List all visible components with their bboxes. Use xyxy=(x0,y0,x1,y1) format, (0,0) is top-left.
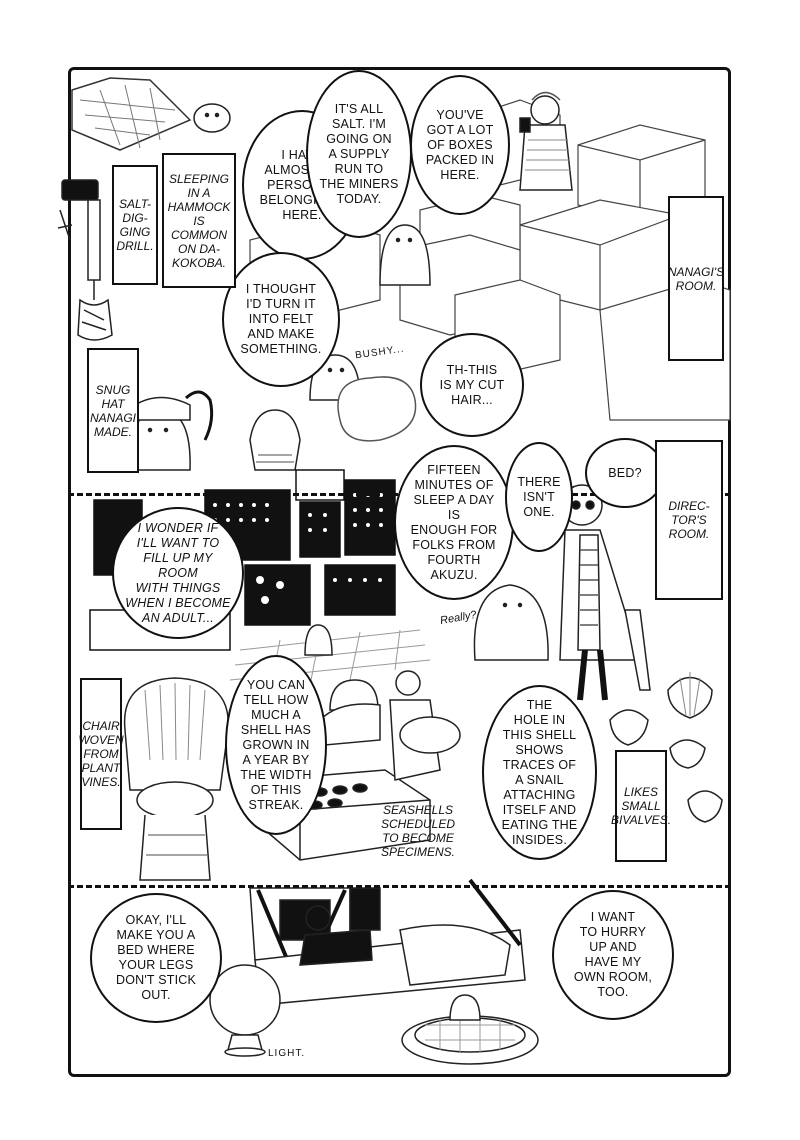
speech-bubble-hair: TH-THIS IS MY CUT HAIR... xyxy=(420,333,524,437)
speech-bubble-fifteen: FIFTEEN MINUTES OF SLEEP A DAY IS ENOUGH… xyxy=(394,445,514,600)
caption-chair: CHAIR WOVEN FROM PLANT VINES. xyxy=(78,678,124,830)
sfx-light: LIGHT. xyxy=(268,1048,306,1059)
panel-divider-bottom xyxy=(68,885,731,888)
caption-bivalves: LIKES SMALL BIVALVES. xyxy=(611,750,671,862)
round-cushion xyxy=(401,994,539,1065)
caption-drill: SALT- DIG- GING DRILL. xyxy=(112,165,158,285)
caption-snug-hat: SNUG HAT NANAGI MADE. xyxy=(87,348,139,473)
caption-hammock: SLEEPING IN A HAMMOCK IS COMMON ON DA- K… xyxy=(162,153,236,288)
caption-directors-room: DIREC- TOR'S ROOM. xyxy=(655,440,723,600)
speech-bubble-wonder: I WONDER IF I'LL WANT TO FILL UP MY ROOM… xyxy=(112,507,244,639)
blob-creatures-middle xyxy=(304,584,549,711)
caption-seashells: SEASHELLS SCHEDULED TO BECOME SPECIMENS. xyxy=(380,802,455,859)
bed-scene xyxy=(249,878,526,1006)
nanagi-character xyxy=(519,91,573,191)
speech-bubble-bed: BED? xyxy=(585,438,665,508)
salt-digging-drill xyxy=(57,179,113,341)
speech-bubble-hurry: I WANT TO HURRY UP AND HAVE MY OWN ROOM,… xyxy=(552,890,674,1020)
hat-creature xyxy=(129,390,301,471)
speech-bubble-salt: IT'S ALL SALT. I'M GOING ON A SUPPLY RUN… xyxy=(306,70,412,238)
speech-bubble-shell-grown: YOU CAN TELL HOW MUCH A SHELL HAS GROWN … xyxy=(225,655,327,835)
specimen-dots xyxy=(213,493,383,604)
hammock-illustration xyxy=(71,77,231,151)
speech-bubble-hole: THE HOLE IN THIS SHELL SHOWS TRACES OF A… xyxy=(482,685,597,860)
caption-nanagis-room: NANAGI'S ROOM. xyxy=(668,196,724,361)
peacock-chair xyxy=(123,677,229,881)
speech-bubble-okay: OKAY, I'LL MAKE YOU A BED WHERE YOUR LEG… xyxy=(90,893,222,1023)
lamp-globe xyxy=(209,964,281,1057)
bivalve-shells xyxy=(609,672,723,823)
blob-creatures xyxy=(309,224,431,442)
speech-bubble-felt: I THOUGHT I'D TURN IT INTO FELT AND MAKE… xyxy=(222,252,340,387)
director-seated xyxy=(319,670,461,781)
speech-bubble-boxes: YOU'VE GOT A LOT OF BOXES PACKED IN HERE… xyxy=(410,75,510,215)
speech-bubble-there-isnt: THERE ISN'T ONE. xyxy=(505,442,573,552)
director-character xyxy=(559,484,651,701)
